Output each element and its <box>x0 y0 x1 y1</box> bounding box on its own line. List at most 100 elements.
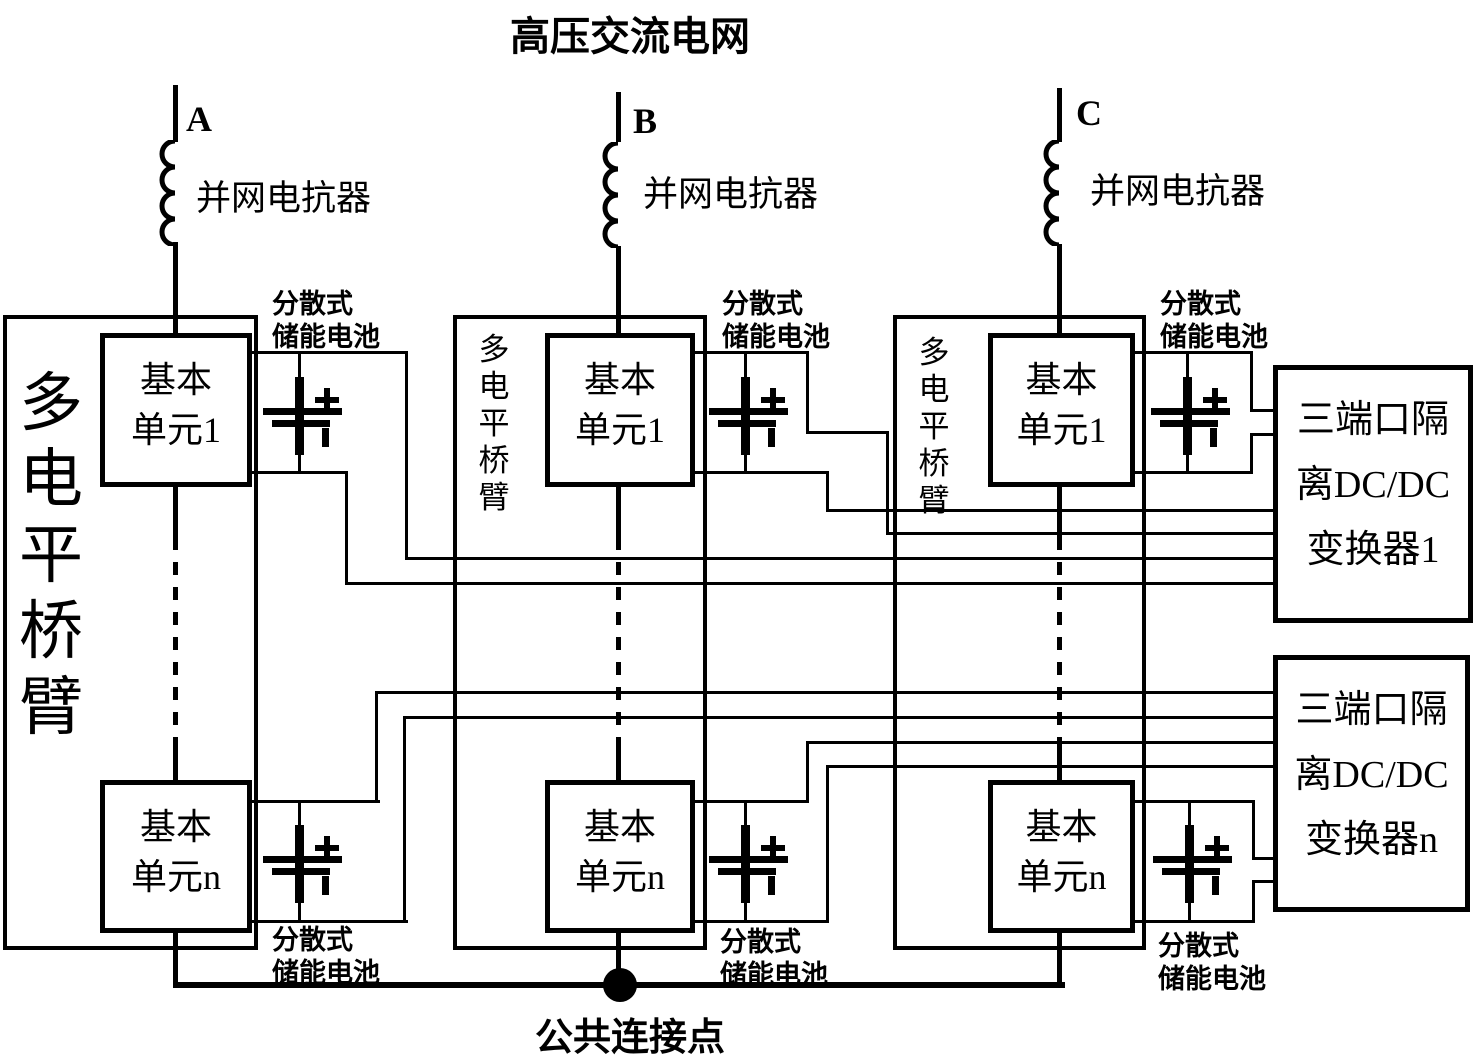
plus-icon <box>1212 388 1218 412</box>
phase-a-unit1-label: 基本单元1 <box>100 355 252 455</box>
dcdc-converter-1-label: 三端口隔离DC/DC 变换器1 <box>1273 388 1473 583</box>
phase-c-reactor-label: 并网电抗器 <box>1090 172 1266 211</box>
wire <box>252 351 408 354</box>
unit-label-line: 单元n <box>130 857 221 897</box>
wire <box>826 509 1273 512</box>
phase-a-link <box>173 487 178 537</box>
phase-c-link <box>1057 737 1062 784</box>
phase-a-bridge-arm-box <box>3 315 258 950</box>
wire <box>1135 800 1255 803</box>
phase-a-line <box>173 85 178 142</box>
phase-a-top-battery-icon <box>255 352 345 474</box>
battery-label-line: 分散式 <box>722 289 803 319</box>
wire <box>252 800 380 803</box>
wire <box>826 471 829 512</box>
phase-c-dashed-link <box>1057 537 1062 737</box>
dcdc-label-line: 变换器1 <box>1306 529 1440 571</box>
phase-b-top-battery-icon <box>701 352 791 474</box>
minus-icon <box>1212 876 1219 895</box>
minus-icon <box>322 428 329 447</box>
phase-b-line <box>616 92 621 142</box>
plus-icon <box>770 388 776 412</box>
wire <box>403 716 406 923</box>
phase-b-bridge-arm-box <box>453 315 707 950</box>
wire <box>252 471 348 474</box>
wire <box>806 741 809 803</box>
phase-c-line <box>1057 244 1062 336</box>
unit-label-line: 基本 <box>583 360 656 400</box>
phase-b-reactor-label: 并网电抗器 <box>643 175 819 214</box>
wire <box>1135 920 1255 923</box>
dcdc-label-line: 三端口隔 <box>1295 689 1448 731</box>
phase-a-unitn-label: 基本单元n <box>100 802 252 902</box>
plus-icon <box>324 836 330 860</box>
unit-label-line: 基本 <box>1025 360 1098 400</box>
wire <box>345 582 1273 585</box>
phase-a-top-battery-label: 分散式储能电池 <box>272 288 380 354</box>
wire <box>1252 857 1273 860</box>
wire <box>806 431 889 434</box>
phase-a-link <box>173 737 178 784</box>
phase-b-reactor-coil-icon <box>602 142 619 248</box>
plus-icon <box>1214 836 1220 860</box>
minus-icon <box>1210 428 1217 447</box>
phase-b-top-battery-label: 分散式储能电池 <box>722 288 830 354</box>
phase-c-unitn-label: 基本单元n <box>988 802 1135 902</box>
phase-c-bus-riser <box>1057 931 1062 984</box>
diagram-title: 高压交流电网 <box>510 14 750 59</box>
phase-b-bus-riser <box>616 931 621 984</box>
phase-b-bottom-battery-icon <box>701 800 791 922</box>
phase-b-label: B <box>633 101 658 141</box>
dcdc-label-line: 离DC/DC <box>1294 754 1449 796</box>
battery-label-line: 储能电池 <box>722 322 830 352</box>
phase-c-bottom-battery-label: 分散式储能电池 <box>1158 930 1266 996</box>
wire <box>826 765 829 923</box>
phase-a-dashed-link <box>173 537 178 737</box>
minus-icon <box>768 876 775 895</box>
wire <box>1135 351 1253 354</box>
unit-label-line: 基本 <box>139 360 212 400</box>
phase-b-link <box>616 487 621 537</box>
battery-label-line: 储能电池 <box>1160 322 1268 352</box>
dcdc-label-line: 三端口隔 <box>1296 399 1449 441</box>
phase-c-bridge-arm-box <box>893 315 1146 950</box>
unit-label-line: 单元n <box>1016 857 1107 897</box>
wire <box>695 920 829 923</box>
battery-label-line: 储能电池 <box>1158 964 1266 994</box>
minus-icon <box>768 428 775 447</box>
unit-label-line: 基本 <box>1025 807 1098 847</box>
wire <box>806 351 809 434</box>
plus-icon <box>324 388 330 412</box>
battery-label-line: 分散式 <box>1158 931 1239 961</box>
unit-label-line: 单元1 <box>130 410 221 450</box>
wire <box>345 471 348 585</box>
phase-b-line <box>616 246 621 336</box>
battery-label-line: 储能电池 <box>272 322 380 352</box>
wire <box>1252 880 1255 923</box>
dcdc-label-line: 离DC/DC <box>1295 464 1451 506</box>
plus-icon <box>770 836 776 860</box>
wire <box>886 532 1273 535</box>
unit-label-line: 单元n <box>574 857 665 897</box>
phase-c-top-battery-icon <box>1143 352 1233 474</box>
phase-c-unit1-box <box>988 333 1135 487</box>
unit-label-line: 基本 <box>583 807 656 847</box>
wire <box>695 351 809 354</box>
phase-c-reactor-coil-icon <box>1043 140 1060 246</box>
phase-a-bus-riser <box>173 931 178 984</box>
phase-c-line <box>1057 88 1062 142</box>
phase-c-top-battery-label: 分散式储能电池 <box>1160 288 1268 354</box>
phase-a-unit1-box <box>100 333 252 487</box>
wire <box>252 920 408 923</box>
phase-a-reactor-label: 并网电抗器 <box>196 179 372 218</box>
phase-c-label: C <box>1076 93 1102 133</box>
unit-label-line: 基本 <box>139 807 212 847</box>
wire <box>405 351 408 560</box>
wire <box>1250 409 1273 412</box>
wire <box>375 691 378 803</box>
phase-a-reactor-coil-icon <box>159 140 176 246</box>
wire <box>1250 351 1253 412</box>
battery-label-line: 分散式 <box>272 289 353 319</box>
